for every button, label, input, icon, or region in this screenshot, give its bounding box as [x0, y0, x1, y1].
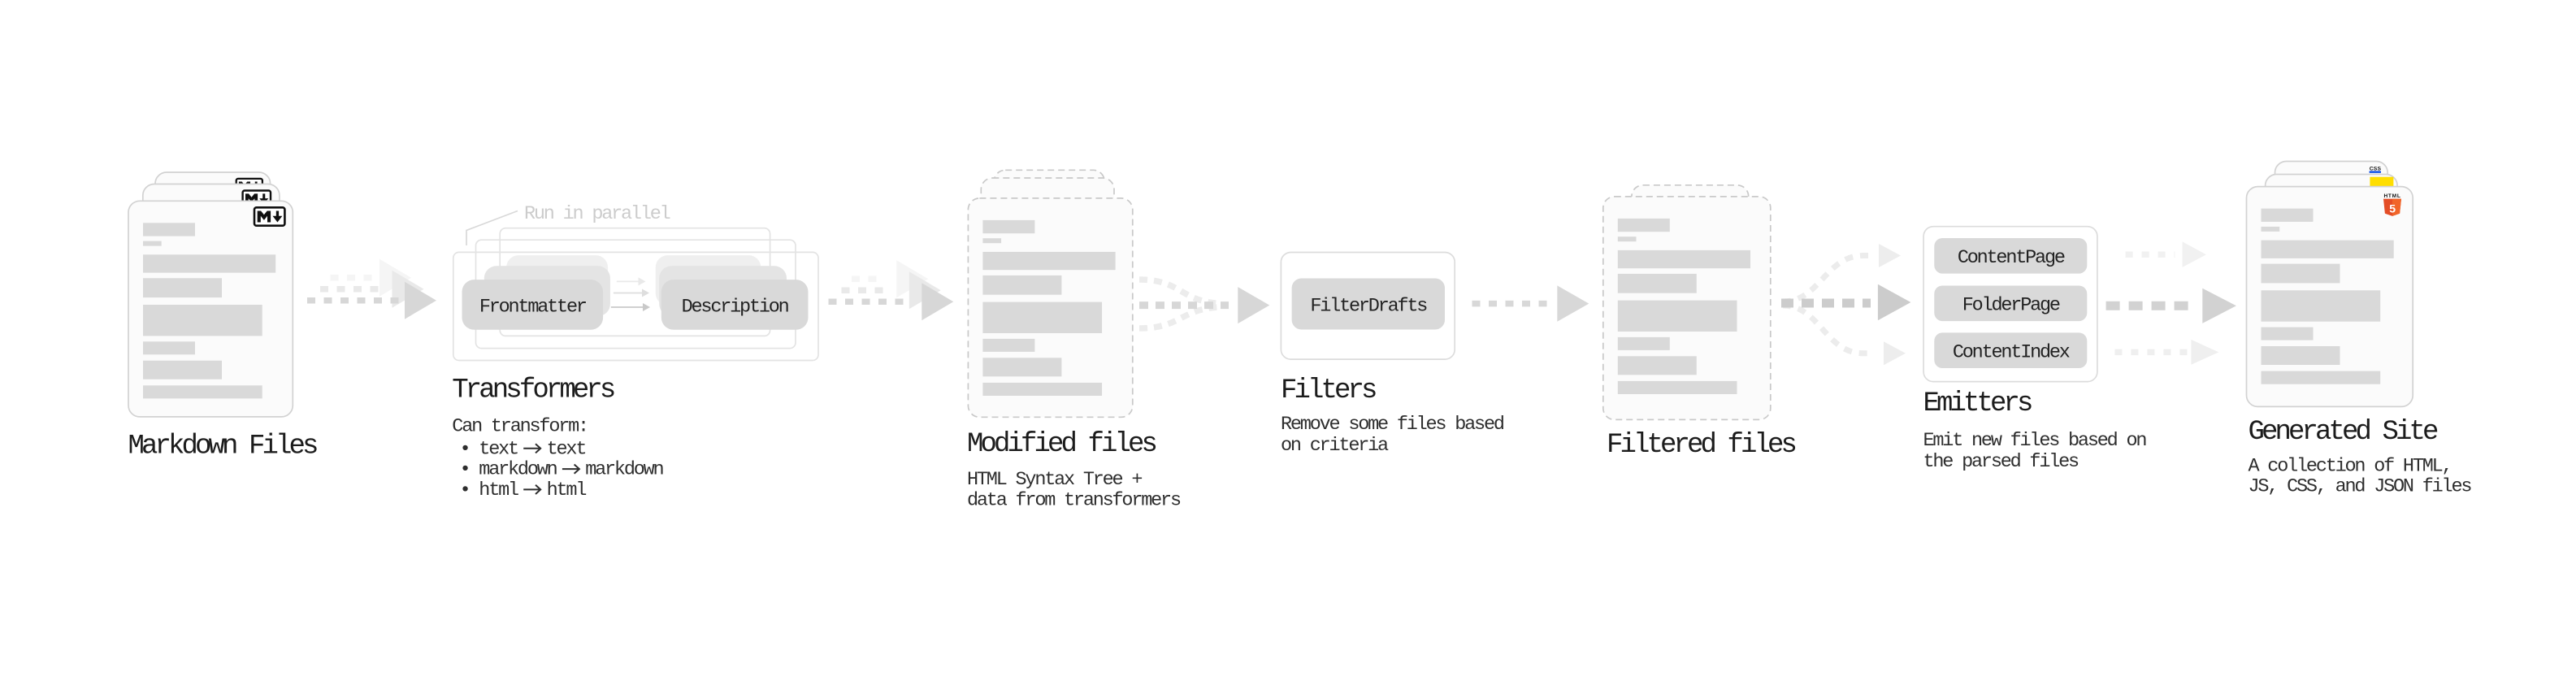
svg-text:HTML: HTML — [2383, 193, 2400, 199]
svg-text:• text text: • text text — [460, 438, 586, 460]
svg-text:FilterDrafts: FilterDrafts — [1310, 295, 1427, 317]
svg-text:Markdown Files: Markdown Files — [128, 432, 318, 462]
svg-text:Remove some files based: Remove some files based — [1281, 414, 1504, 436]
svg-text:the parsed files: the parsed files — [1923, 451, 2079, 473]
svg-text:Emit new files based on: Emit new files based on — [1923, 430, 2147, 452]
svg-text:ContentPage: ContentPage — [1958, 247, 2065, 269]
svg-text:Can transform:: Can transform: — [452, 416, 588, 438]
svg-text:Emitters: Emitters — [1923, 388, 2032, 419]
svg-text:Description: Description — [682, 296, 789, 318]
svg-text:5: 5 — [2389, 202, 2396, 215]
svg-text:data from transformers: data from transformers — [967, 489, 1181, 511]
svg-text:Filters: Filters — [1281, 375, 1376, 406]
svg-text:• markdown markdown: • markdown markdown — [460, 459, 664, 481]
svg-text:ContentIndex: ContentIndex — [1953, 342, 2070, 364]
svg-text:A collection of HTML,: A collection of HTML, — [2249, 456, 2452, 478]
svg-text:FolderPage: FolderPage — [1962, 295, 2060, 317]
svg-text:Generated Site: Generated Site — [2249, 417, 2439, 448]
svg-text:Frontmatter: Frontmatter — [479, 296, 586, 318]
svg-text:• html html: • html html — [460, 479, 587, 501]
svg-text:Run in parallel: Run in parallel — [524, 203, 670, 225]
svg-text:Filtered files: Filtered files — [1607, 430, 1796, 461]
svg-text:Modified files: Modified files — [967, 429, 1156, 460]
svg-text:CSS: CSS — [2370, 167, 2382, 172]
svg-text:on criteria: on criteria — [1281, 435, 1389, 457]
svg-text:JS, CSS, and JSON files: JS, CSS, and JSON files — [2249, 476, 2472, 498]
svg-text:HTML Syntax Tree +: HTML Syntax Tree + — [967, 469, 1142, 491]
svg-text:Transformers: Transformers — [452, 375, 614, 406]
